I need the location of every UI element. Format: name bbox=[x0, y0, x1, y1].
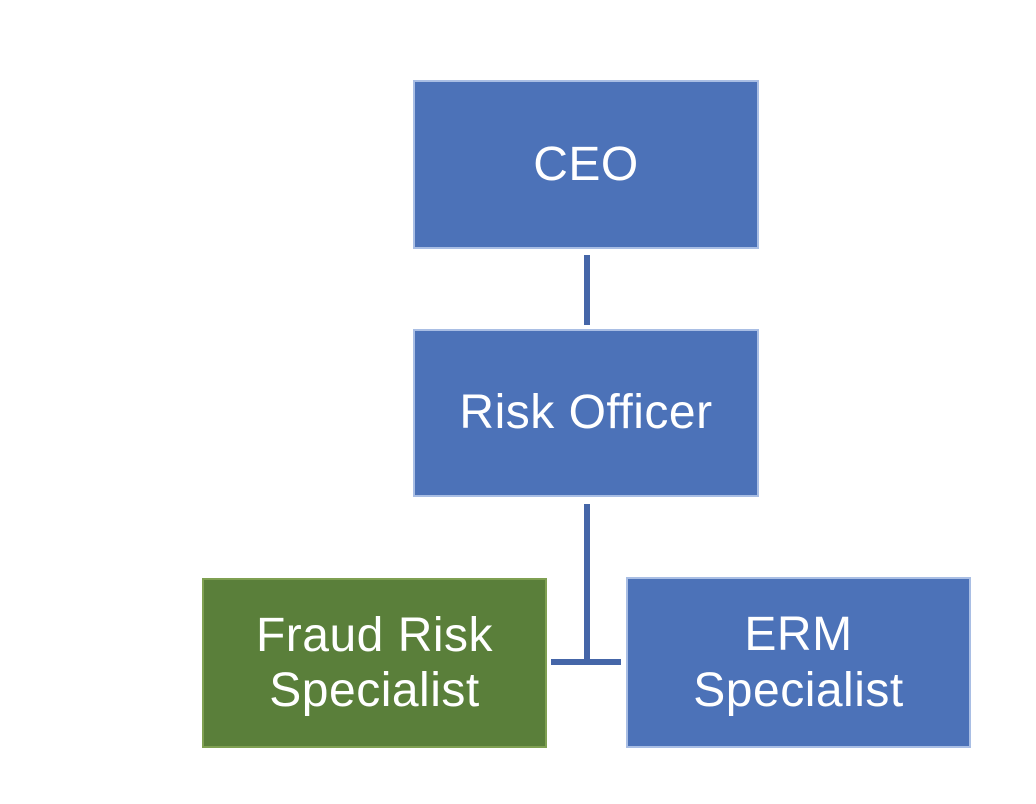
org-node-ceo: CEO bbox=[413, 80, 759, 249]
org-node-fraud-risk-specialist: Fraud Risk Specialist bbox=[202, 578, 547, 748]
connector-children-horizontal bbox=[551, 659, 621, 665]
org-node-risk-officer: Risk Officer bbox=[413, 329, 759, 497]
node-label: Fraud Risk Specialist bbox=[255, 608, 494, 717]
connector-ceo-to-risk-officer bbox=[584, 255, 590, 325]
node-label: ERM Specialist bbox=[693, 608, 904, 717]
connector-risk-officer-to-children-vertical bbox=[584, 504, 590, 665]
node-label: Risk Officer bbox=[459, 386, 713, 440]
node-label: CEO bbox=[533, 137, 639, 191]
org-node-erm-specialist: ERM Specialist bbox=[626, 577, 971, 748]
